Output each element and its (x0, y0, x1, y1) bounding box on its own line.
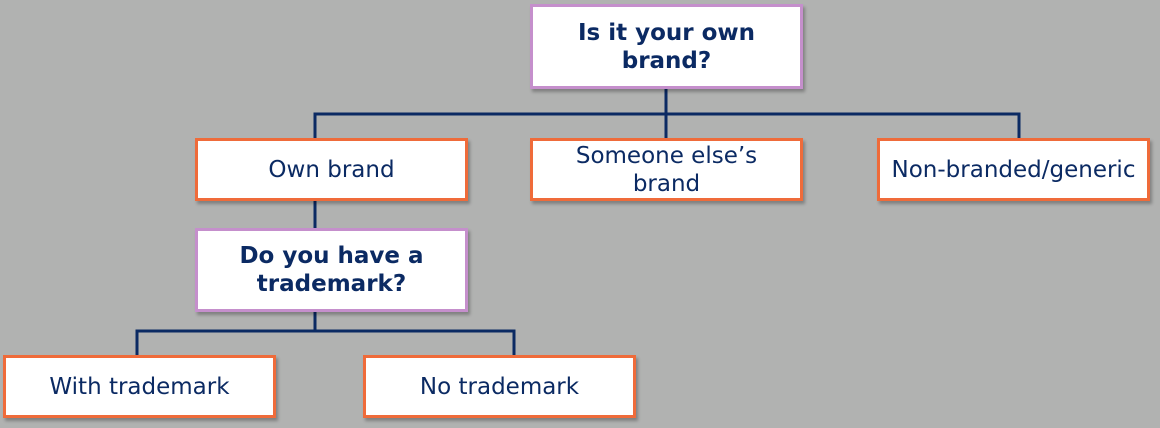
question-own-brand: Is it your own brand? (530, 4, 803, 89)
answer-non-branded-generic-text: Non-branded/generic (891, 156, 1136, 183)
answer-someone-elses-brand: Someone else’s brand (530, 138, 803, 201)
question-trademark: Do you have a trademark? (195, 228, 468, 312)
question-trademark-text: Do you have a trademark? (239, 243, 424, 297)
answer-with-trademark: With trademark (3, 355, 276, 418)
answer-no-trademark: No trademark (363, 355, 636, 418)
answer-non-branded-generic: Non-branded/generic (877, 138, 1150, 201)
answer-someone-elses-brand-text: Someone else’s brand (575, 142, 758, 197)
answer-own-brand: Own brand (195, 138, 468, 201)
answer-own-brand-text: Own brand (268, 156, 395, 183)
question-own-brand-text: Is it your own brand? (577, 19, 756, 74)
answer-with-trademark-text: With trademark (49, 373, 230, 400)
answer-no-trademark-text: No trademark (419, 373, 580, 400)
